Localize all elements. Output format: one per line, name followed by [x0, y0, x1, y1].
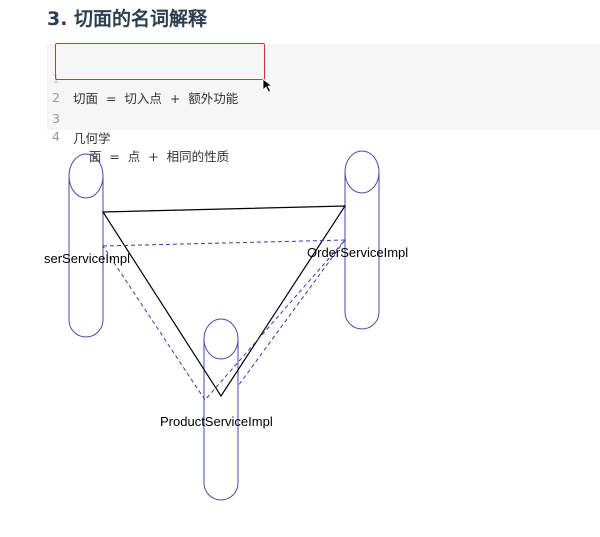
code-line-3: 3 几何学	[47, 89, 600, 146]
mouse-cursor-icon	[262, 78, 274, 93]
dashed-line-right	[237, 239, 346, 387]
code-block[interactable]: 1 切面 = 切入点 + 额外功能 2 3 几何学 4 面 = 点 + 相同的性…	[47, 44, 600, 164]
dashed-triangle	[102, 239, 347, 401]
section-heading: 3. 切面的名词解释	[47, 8, 208, 30]
order-service-cylinder	[344, 150, 380, 330]
product-service-label: ProductServiceImpl	[160, 414, 273, 429]
order-service-label: OrderServiceImpl	[307, 245, 408, 260]
solid-triangle	[101, 205, 347, 398]
code-line-2: 2	[47, 68, 600, 105]
product-service-cylinder	[203, 318, 239, 501]
user-service-label: serServiceImpl	[44, 251, 130, 266]
line-number-3: 3	[52, 111, 60, 126]
aspect-diagram: serServiceImpl OrderServiceImpl ProductS…	[44, 150, 408, 501]
code-text-3: 几何学	[73, 131, 111, 146]
highlight-annotation-box	[55, 43, 265, 80]
line-number-4: 4	[52, 129, 60, 144]
code-text-1: 切面 = 切入点 + 额外功能	[73, 91, 239, 106]
code-line-4: 4 面 = 点 + 相同的性质	[47, 107, 600, 164]
line-number-2: 2	[52, 90, 60, 105]
user-service-cylinder	[68, 153, 104, 338]
